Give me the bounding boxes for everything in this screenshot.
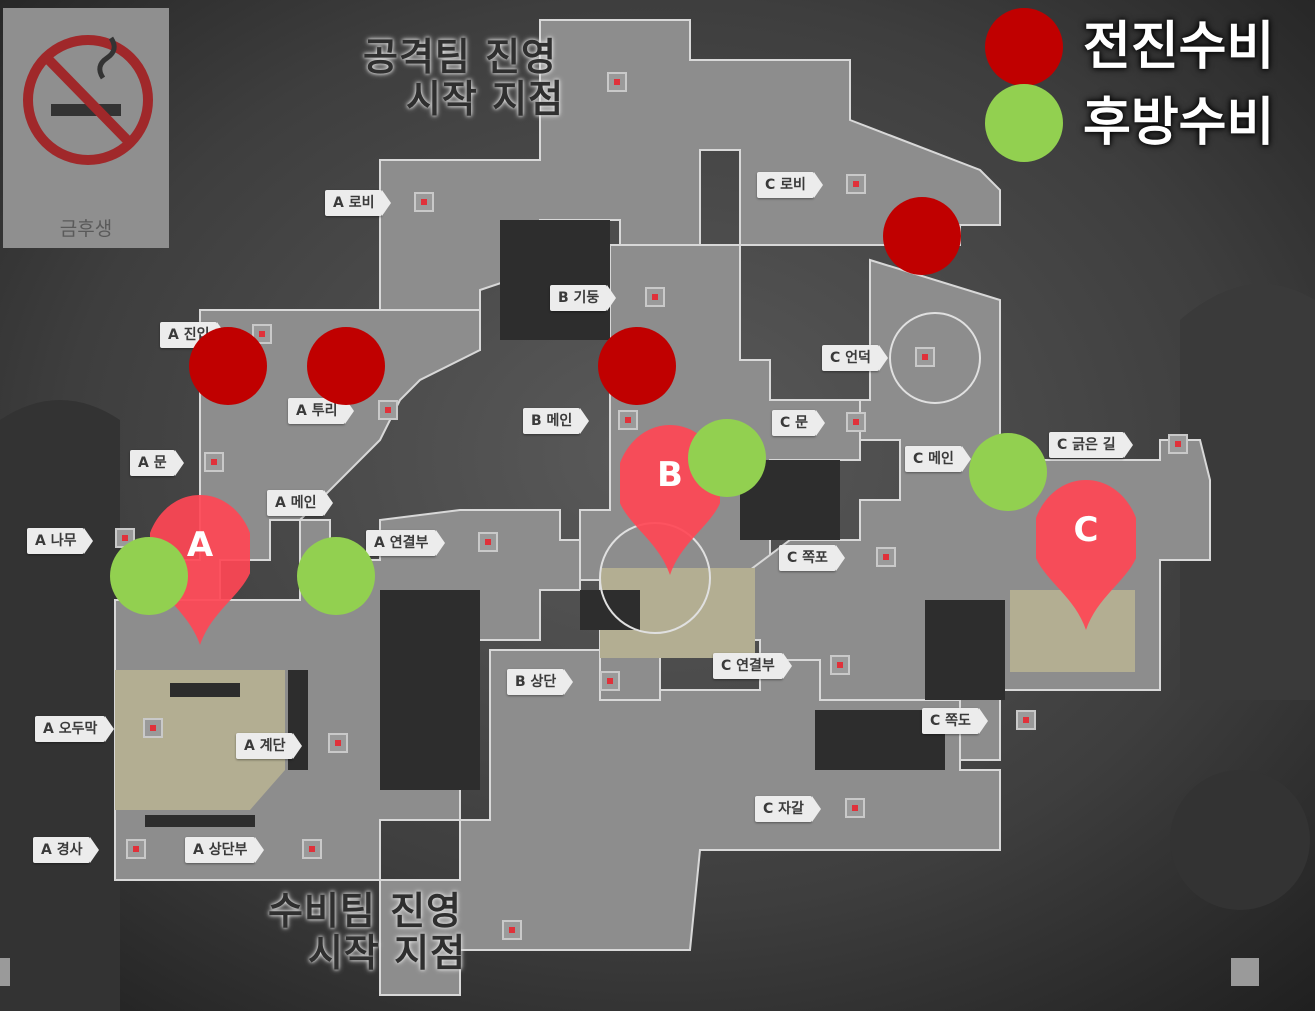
site-a-pin-icon <box>150 495 250 645</box>
callout-a-stairs: A 계단 <box>236 733 304 759</box>
marker-c-link <box>830 655 850 675</box>
badge-label: 금후생 <box>59 218 113 240</box>
callout-a-main: A 메인 <box>267 490 335 516</box>
callout-c-side: C 쪽포 <box>779 545 845 571</box>
attacker-spawn-line2: 시작 지점 <box>405 77 565 121</box>
marker-c-hill <box>915 347 935 367</box>
marker-c-gravel <box>845 798 865 818</box>
marker-c-scratched-path <box>1168 434 1188 454</box>
marker-attacker-spawn <box>607 72 627 92</box>
forward-defense-dot <box>307 327 385 405</box>
no-smoking-icon <box>23 35 153 165</box>
marker-a-upper <box>302 839 322 859</box>
forward-defense-dot <box>883 197 961 275</box>
rear-defense-dot <box>110 537 188 615</box>
marker-a-tree-turn <box>378 400 398 420</box>
marker-c-alley <box>1016 710 1036 730</box>
callout-c-gravel: C 자갈 <box>755 796 821 822</box>
legend-dot-rear <box>985 84 1063 162</box>
site-a-pin: A <box>150 495 250 645</box>
site-c-pin-icon <box>1036 480 1136 630</box>
site-c-letter: C <box>1073 510 1099 550</box>
marker-a-hut <box>143 718 163 738</box>
corner-square-left <box>0 958 10 986</box>
site-a-area <box>115 670 285 810</box>
callout-a-lobby: A 로비 <box>325 190 393 216</box>
forward-defense-dot <box>189 327 267 405</box>
callout-b-upper: B 상단 <box>507 669 574 695</box>
marker-a-door <box>204 452 224 472</box>
defender-spawn-line1: 수비팀 진영 <box>267 889 463 933</box>
defender-spawn-title: 수비팀 진영 시작 지점 <box>250 890 480 974</box>
callout-a-door: A 문 <box>130 450 184 476</box>
site-a-letter: A <box>186 525 214 565</box>
site-b-letter: B <box>657 455 683 495</box>
corner-square-right <box>1231 958 1259 986</box>
callout-c-link: C 연결부 <box>713 653 792 679</box>
marker-c-door <box>846 412 866 432</box>
attacker-spawn-title: 공격팀 진영 시작 지점 <box>345 36 575 120</box>
callout-c-scratched-path: C 긁은 길 <box>1049 432 1133 458</box>
no-smoking-badge: 금후생 <box>3 8 169 248</box>
rear-defense-dot <box>969 433 1047 511</box>
marker-a-link <box>478 532 498 552</box>
marker-a-stairs <box>328 733 348 753</box>
legend-label-forward: 전진수비 <box>1083 17 1275 77</box>
site-c-pin: C <box>1036 480 1136 630</box>
callout-c-hill: C 언덕 <box>822 345 888 371</box>
callout-a-upper: A 상단부 <box>185 837 265 863</box>
rear-defense-dot <box>688 419 766 497</box>
marker-defender-spawn <box>502 920 522 940</box>
marker-a-slope <box>126 839 146 859</box>
marker-b-pillar <box>645 287 665 307</box>
marker-c-side <box>876 547 896 567</box>
callout-b-main: B 메인 <box>523 408 590 434</box>
callout-b-pillar: B 기둥 <box>550 285 617 311</box>
callout-c-door: C 문 <box>772 410 826 436</box>
callout-a-hut: A 오두막 <box>35 716 115 742</box>
marker-b-main <box>618 410 638 430</box>
callout-a-tree-turn: A 투리 <box>288 398 356 424</box>
marker-a-lobby <box>414 192 434 212</box>
marker-c-lobby <box>846 174 866 194</box>
callout-a-link: A 연결부 <box>366 530 446 556</box>
rear-defense-dot <box>297 537 375 615</box>
marker-b-upper <box>600 671 620 691</box>
forward-defense-dot <box>598 327 676 405</box>
legend-label-rear: 후방수비 <box>1083 93 1275 153</box>
callout-a-slope: A 경사 <box>33 837 101 863</box>
callout-c-alley: C 쪽도 <box>922 708 988 734</box>
legend-dot-forward <box>985 8 1063 86</box>
callout-c-lobby: C 로비 <box>757 172 823 198</box>
callout-a-tree: A 나무 <box>27 528 95 554</box>
callout-c-main: C 메인 <box>905 446 971 472</box>
defender-spawn-line2: 시작 지점 <box>307 931 467 975</box>
attacker-spawn-line1: 공격팀 진영 <box>362 35 558 79</box>
